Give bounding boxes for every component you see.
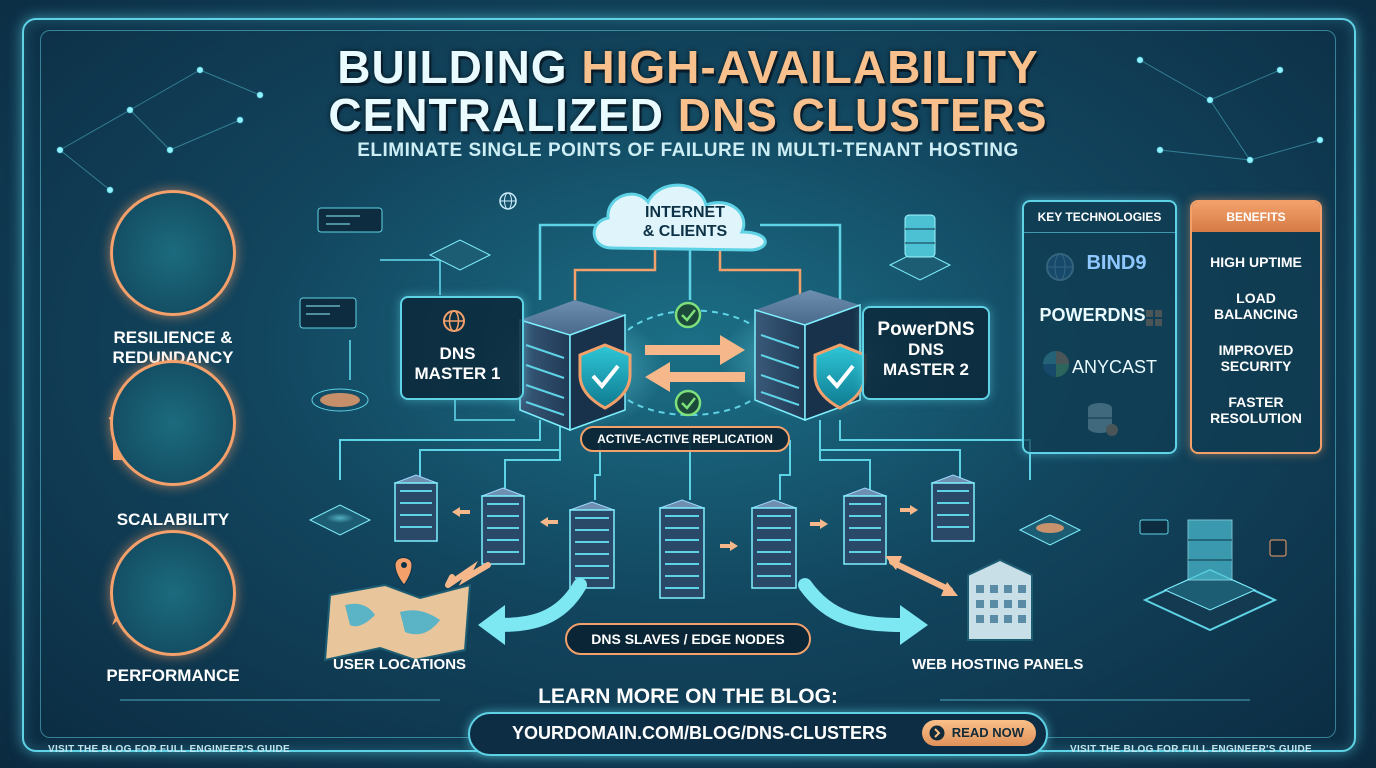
- master-2-box: [862, 306, 990, 400]
- cloud-label: INTERNET & CLIENTS: [610, 203, 760, 241]
- read-now-label: READ NOW: [951, 725, 1024, 740]
- benefit-line: BALANCING: [1214, 306, 1298, 322]
- feature-label-line: SCALABILITY: [116, 510, 230, 529]
- world-map-icon: [323, 557, 491, 662]
- replication-badge: ACTIVE-ACTIVE REPLICATION: [580, 426, 790, 452]
- benefit-item: FASTER RESOLUTION: [1192, 384, 1320, 436]
- cloud-icon: [592, 183, 767, 252]
- replication-arrows: [627, 301, 753, 417]
- slave-server-5: [750, 499, 798, 589]
- feature-label-line: RESILIENCE &: [113, 328, 233, 347]
- benefits-heading: BENEFITS: [1192, 202, 1320, 232]
- feature-performance: PERFORMANCE: [88, 530, 258, 686]
- page-title-line-1: BUILDING HIGH-AVAILABILITY: [0, 40, 1376, 94]
- slave-servers: [393, 474, 976, 599]
- benefit-item: HIGH UPTIME: [1192, 232, 1320, 280]
- blog-url-link[interactable]: YOURDOMAIN.COM/BLOG/DNS-CLUSTERS: [512, 723, 887, 743]
- globe-icon: [443, 310, 465, 332]
- slave-server-3: [568, 501, 616, 589]
- benefit-item: LOAD BALANCING: [1192, 280, 1320, 332]
- feature-label: PERFORMANCE: [88, 666, 258, 686]
- feature-label-line: REDUNDANCY: [112, 348, 234, 367]
- title-part: BUILDING: [337, 41, 568, 93]
- master-2-label: PowerDNS DNS MASTER 2: [866, 320, 986, 380]
- master-server-2: [720, 290, 900, 422]
- footer-note-right: VISIT THE BLOG FOR FULL ENGINEER'S GUIDE: [1070, 744, 1312, 755]
- slave-connections: [339, 420, 1031, 500]
- title-highlight: DNS CLUSTERS: [677, 89, 1048, 141]
- slave-server-7: [930, 474, 976, 542]
- key-technologies-panel: KEY TECHNOLOGIES BIND9 POWERDNS ANYCAST: [1022, 200, 1177, 454]
- key-technologies-heading: KEY TECHNOLOGIES: [1024, 202, 1175, 233]
- curved-arrows: [493, 578, 912, 632]
- page-title-line-2: CENTRALIZED DNS CLUSTERS: [0, 88, 1376, 142]
- network-decoration-right: [1136, 56, 1324, 164]
- page-subtitle: ELIMINATE SINGLE POINTS OF FAILURE IN MU…: [357, 140, 1019, 161]
- feature-resilience: RESILIENCE & REDUNDANCY: [88, 190, 258, 368]
- network-decoration-left: [56, 66, 264, 194]
- benefit-line: IMPROVED: [1218, 342, 1294, 358]
- web-hosting-panels-label: WEB HOSTING PANELS: [912, 656, 1084, 673]
- feature-label: SCALABILITY: [88, 510, 258, 530]
- master-label-line: MASTER 1: [414, 364, 501, 383]
- cloud-label-line: & CLIENTS: [642, 223, 728, 240]
- slave-server-4: [658, 499, 706, 599]
- title-highlight: HIGH-AVAILABILITY: [581, 41, 1039, 93]
- feature-label-line: PERFORMANCE: [106, 666, 240, 685]
- read-now-button[interactable]: READ NOW: [921, 720, 1036, 746]
- master-label-line: DNS: [908, 340, 944, 359]
- benefit-line: FASTER: [1228, 394, 1284, 410]
- benefit-line: HIGH UPTIME: [1210, 254, 1302, 270]
- tech-anycast: ANYCAST: [1071, 356, 1158, 377]
- master-label-line: DNS: [439, 344, 476, 363]
- slave-server-6: [842, 487, 888, 565]
- benefit-line: RESOLUTION: [1210, 410, 1302, 426]
- master-1-label: DNS MASTER 1: [405, 344, 510, 384]
- tech-bind9: BIND9: [1086, 251, 1147, 274]
- benefit-item: IMPROVED SECURITY: [1192, 332, 1320, 384]
- server-platform-icon: [1018, 514, 1287, 632]
- tech-powerdns: POWERDNS: [1039, 304, 1146, 325]
- footer-note-left: VISIT THE BLOG FOR FULL ENGINEER'S GUIDE: [48, 744, 290, 755]
- small-server-icon-right: [888, 214, 952, 281]
- slaves-label: DNS SLAVES / EDGE NODES: [565, 623, 811, 655]
- cta-title: LEARN MORE ON THE BLOG:: [538, 685, 838, 708]
- benefit-line: SECURITY: [1220, 358, 1292, 374]
- master-1-box: [400, 296, 524, 400]
- user-locations-label: USER LOCATIONS: [333, 656, 467, 673]
- powerdns-brand-label: PowerDNS: [877, 319, 975, 340]
- slave-server-2: [480, 487, 526, 565]
- feature-icon-ring: [110, 530, 236, 656]
- feature-scalability: SCALABILITY: [88, 360, 258, 530]
- cloud-connections: [538, 223, 842, 300]
- benefit-line: LOAD: [1236, 290, 1276, 306]
- feature-label: RESILIENCE & REDUNDANCY: [88, 328, 258, 368]
- blog-link-bar[interactable]: YOURDOMAIN.COM/BLOG/DNS-CLUSTERS READ NO…: [468, 712, 1048, 756]
- cloud-label-line: INTERNET: [645, 204, 725, 221]
- slave-arrows: [452, 505, 918, 551]
- slave-server-1: [393, 474, 439, 542]
- master-label-line: MASTER 2: [883, 360, 969, 379]
- office-building-icon: [885, 556, 1033, 641]
- master-server-1: [485, 300, 665, 432]
- chevron-right-icon: [929, 725, 945, 741]
- globe-icon-small: [499, 192, 517, 210]
- benefits-panel: BENEFITS HIGH UPTIME LOAD BALANCING IMPR…: [1190, 200, 1322, 454]
- title-part: CENTRALIZED: [328, 89, 664, 141]
- circuit-chip-left: [299, 207, 492, 536]
- feature-icon-ring: [110, 360, 236, 486]
- feature-icon-ring: [110, 190, 236, 316]
